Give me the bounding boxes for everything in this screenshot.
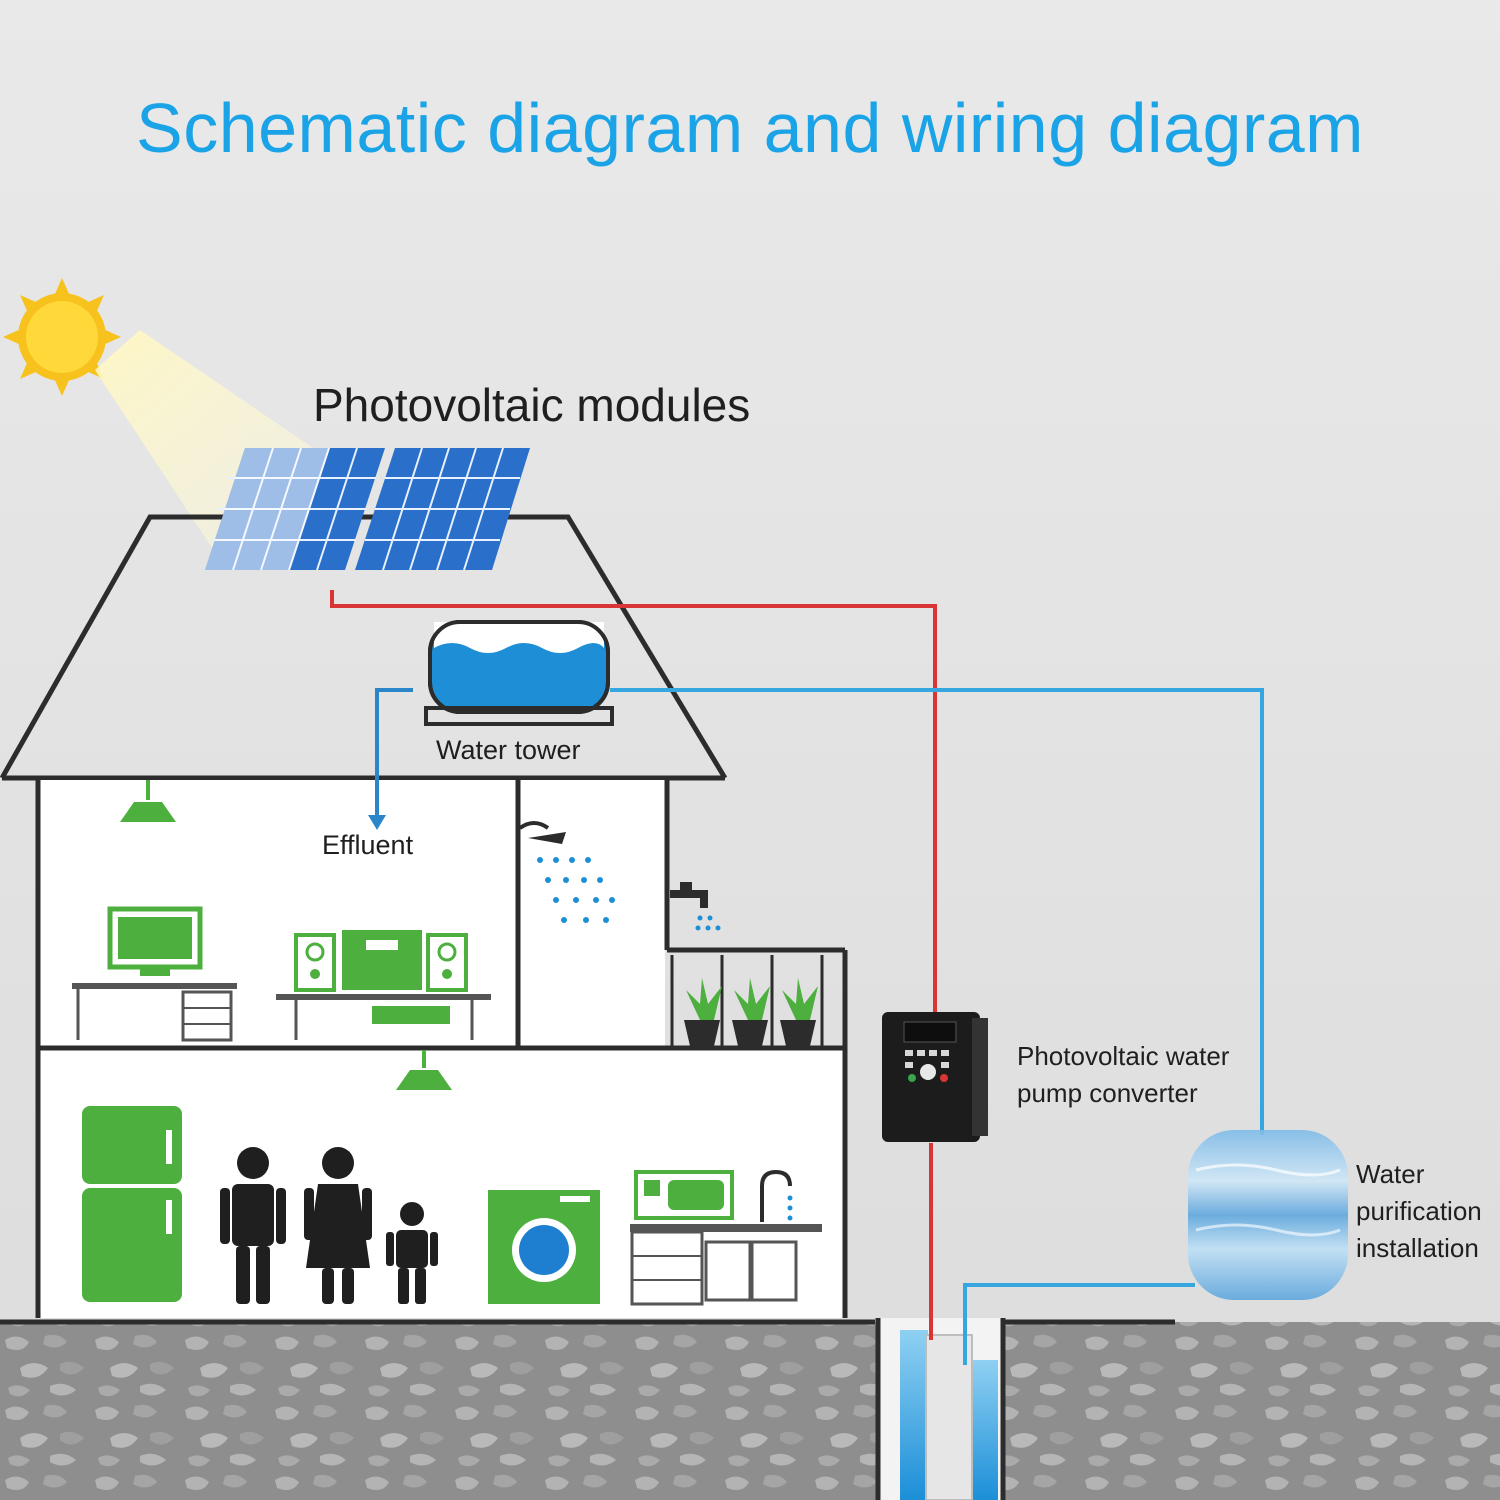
person-icon [220, 1147, 438, 1304]
power-line [330, 590, 937, 1012]
lamp-icon [120, 780, 452, 1090]
effluent-arrow [368, 688, 413, 830]
label-purification-line2: purification [1356, 1196, 1482, 1226]
plant-icon [684, 978, 818, 1046]
converter-device-icon [882, 1012, 988, 1142]
purification-tank-icon [1188, 1130, 1348, 1300]
label-converter-line1: Photovoltaic water [1017, 1041, 1230, 1071]
label-purification-line3: installation [1356, 1233, 1479, 1263]
label-photovoltaic-modules: Photovoltaic modules [313, 379, 751, 431]
diagram-title: Schematic diagram and wiring diagram [136, 89, 1364, 167]
balcony-railing [670, 955, 824, 1046]
label-converter-line2: pump converter [1017, 1078, 1198, 1108]
label-converter: Photovoltaic water pump converter [1017, 1038, 1229, 1112]
water-line [610, 688, 1264, 1135]
label-effluent: Effluent [322, 830, 414, 860]
faucet-icon [670, 882, 721, 931]
label-purification-line1: Water [1356, 1159, 1425, 1189]
fridge-icon [82, 1106, 182, 1302]
ground [0, 1319, 1500, 1500]
water-line-lower [963, 1283, 1195, 1365]
stereo-icon [276, 930, 491, 1040]
shower-icon [518, 821, 615, 923]
tv-icon [72, 906, 237, 1042]
water-tank-icon [424, 620, 614, 726]
label-water-tower: Water tower [436, 735, 581, 765]
kitchen-icon [630, 1169, 822, 1306]
well [875, 1318, 1006, 1500]
sun-icon [3, 278, 121, 396]
solar-panel-icon [205, 447, 530, 571]
washing-machine-icon [488, 1190, 600, 1304]
label-purification: Water purification installation [1356, 1156, 1482, 1267]
